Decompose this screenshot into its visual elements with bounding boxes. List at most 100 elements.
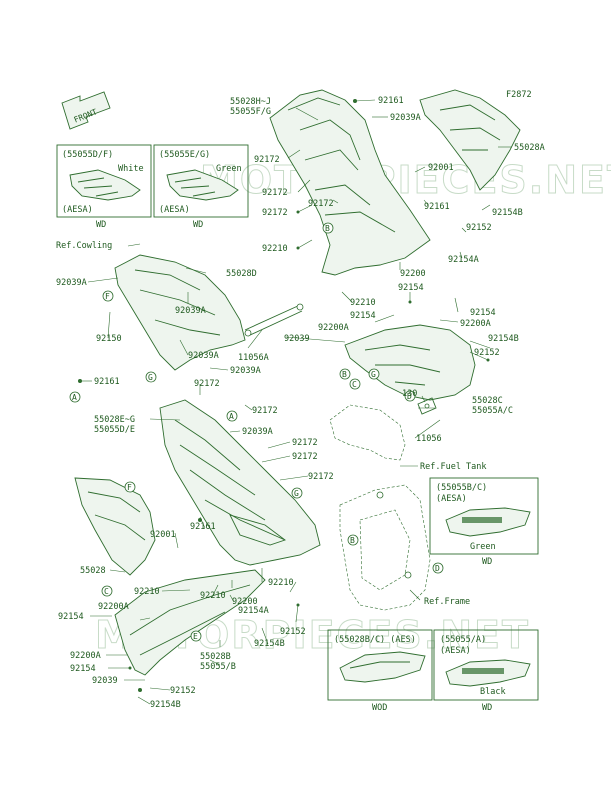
- part-label: 92152: [466, 223, 492, 233]
- part-label: 11056A: [238, 353, 269, 363]
- part-label: 92200A: [318, 323, 349, 333]
- inset-box-55055eg-model: WD: [193, 220, 203, 230]
- callout-letter: C: [101, 585, 113, 597]
- part-label: 92154: [350, 311, 376, 321]
- part-label: 92172: [308, 472, 334, 482]
- part-label: 92039A: [242, 427, 273, 437]
- side-fairing-upper-right-part: [419, 89, 521, 191]
- inset-box-55028bc: (55028B/C) (AES): [327, 629, 433, 701]
- bracket-11056a-part: [244, 303, 304, 337]
- part-label: 55055A/C: [472, 406, 513, 416]
- svg-text:F: F: [127, 483, 132, 492]
- figure-code: F2872: [506, 90, 532, 100]
- svg-text:(AESA): (AESA): [159, 205, 190, 215]
- part-label: 55028: [80, 566, 106, 576]
- part-label: 92210: [262, 244, 288, 254]
- under-cover-part: [114, 569, 266, 676]
- callout-letter: F: [102, 290, 114, 302]
- part-label: 92154B: [150, 700, 181, 710]
- callout-letter: G: [368, 368, 380, 380]
- part-label: 92172: [252, 406, 278, 416]
- part-label: 92210: [350, 298, 376, 308]
- part-label: 55028D: [226, 269, 257, 279]
- callout-letter: B: [347, 534, 359, 546]
- part-label: 55028B: [200, 652, 231, 662]
- inset-box-55028bc-model: WOD: [372, 703, 387, 713]
- svg-text:A: A: [72, 393, 77, 402]
- part-label: 92161: [190, 522, 216, 532]
- part-label: 92172: [194, 379, 220, 389]
- part-label: 92200A: [460, 319, 491, 329]
- part-label: 92200A: [70, 651, 101, 661]
- svg-text:G: G: [294, 489, 299, 498]
- part-label: 92200: [400, 269, 426, 279]
- fuel-tank-reference: [329, 404, 406, 461]
- callout-letter: A: [226, 410, 238, 422]
- part-label: 92154A: [238, 606, 269, 616]
- part-label: 92172: [262, 188, 288, 198]
- part-label: 92039A: [56, 278, 87, 288]
- part-label: 92152: [280, 627, 306, 637]
- part-label: 92154B: [488, 334, 519, 344]
- inset-box-55055bc-model: WD: [482, 557, 492, 567]
- ref-frame-label: Ref.Frame: [424, 597, 470, 607]
- part-label: 92154: [398, 283, 424, 293]
- svg-text:(AESA): (AESA): [62, 205, 93, 215]
- part-label: 92039A: [175, 306, 206, 316]
- frame-reference: [339, 484, 431, 611]
- svg-text:A: A: [229, 412, 234, 421]
- part-label: 92172: [262, 208, 288, 218]
- lower-cowling-main-part: [159, 399, 321, 566]
- part-label: 92039: [92, 676, 118, 686]
- svg-text:B: B: [342, 370, 347, 379]
- callout-letter: D: [432, 562, 444, 574]
- svg-text:D: D: [435, 564, 440, 573]
- inset-box-55055a-model: WD: [482, 703, 492, 713]
- svg-text:(55055D/F): (55055D/F): [62, 150, 113, 160]
- part-label: 92001: [150, 530, 176, 540]
- callout-letter: B: [339, 368, 351, 380]
- part-label: 92039A: [188, 351, 219, 361]
- svg-text:D: D: [407, 392, 412, 401]
- inset-box-55055a: (55055/A) (AESA) Black: [433, 629, 539, 701]
- part-label: 92039: [284, 334, 310, 344]
- part-label: 130: [402, 389, 417, 399]
- svg-text:Green: Green: [470, 542, 496, 552]
- callout-letter: C: [349, 378, 361, 390]
- svg-text:B: B: [325, 224, 330, 233]
- part-label: 92154: [70, 664, 96, 674]
- part-label: 92154A: [448, 255, 479, 265]
- part-label: 92161: [94, 377, 120, 387]
- ref-fuel-tank-label: Ref.Fuel Tank: [420, 462, 487, 472]
- part-label: 92172: [292, 452, 318, 462]
- svg-text:Green: Green: [216, 164, 242, 174]
- part-label: 92200: [232, 597, 258, 607]
- part-label: 92154B: [254, 639, 285, 649]
- part-label: 92161: [378, 96, 404, 106]
- svg-text:White: White: [118, 164, 144, 174]
- callout-letter: G: [291, 487, 303, 499]
- part-label: 92172: [292, 438, 318, 448]
- callout-letter: B: [322, 222, 334, 234]
- part-label: 55028C: [472, 396, 503, 406]
- part-label: 92154: [470, 308, 496, 318]
- inset-box-55055df: (55055D/F) White (AESA): [56, 144, 152, 218]
- svg-text:G: G: [148, 373, 153, 382]
- part-label: 92039A: [230, 366, 261, 376]
- ref-cowling-label: Ref.Cowling: [56, 241, 112, 251]
- callout-letter: A: [69, 391, 81, 403]
- part-label: 55028E~G: [94, 415, 135, 425]
- part-label: 92172: [308, 199, 334, 209]
- part-label: 55028H~J: [230, 97, 271, 107]
- part-label: 55055D/E: [94, 425, 135, 435]
- svg-text:C: C: [352, 380, 357, 389]
- lower-fairing-left-part: [74, 477, 156, 576]
- callout-letter: F: [124, 481, 136, 493]
- part-label: 55028A: [514, 143, 545, 153]
- part-label: 92152: [474, 348, 500, 358]
- part-label: 55055F/G: [230, 107, 271, 117]
- part-label: 92210: [200, 591, 226, 601]
- fastener-dots: [78, 99, 490, 692]
